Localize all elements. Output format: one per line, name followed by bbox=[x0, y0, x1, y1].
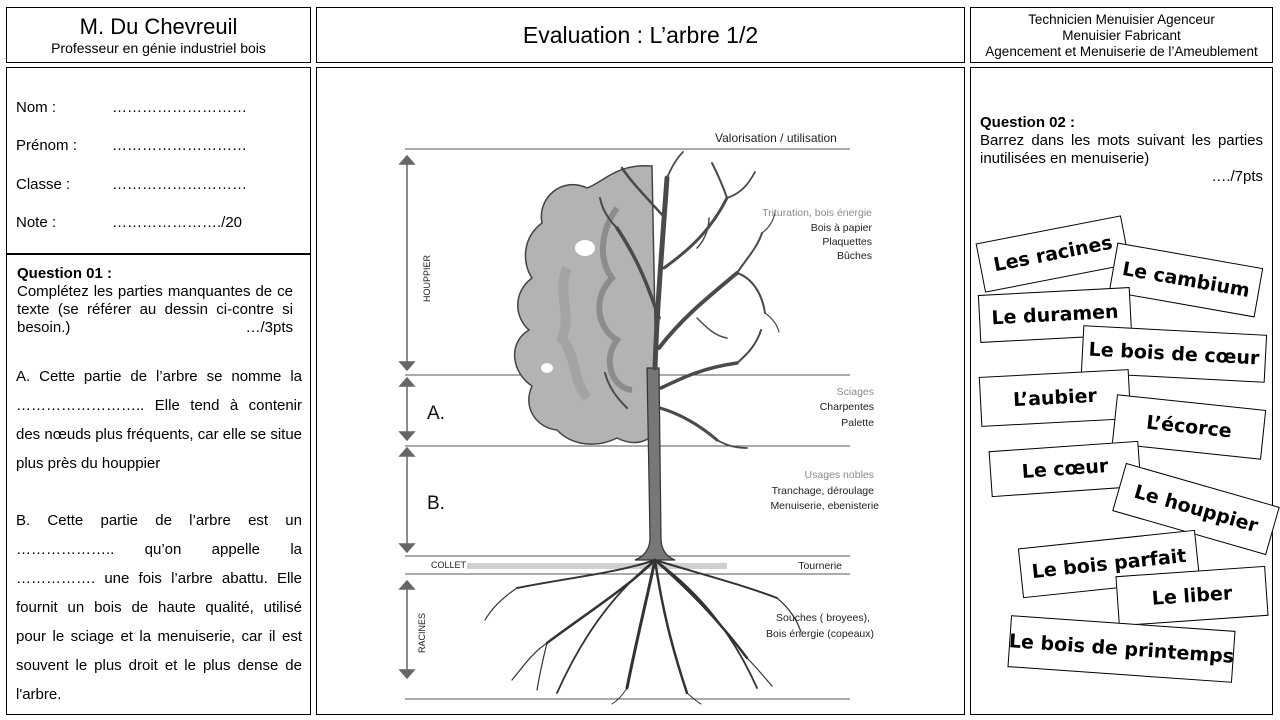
tree-diagram-box: HOUPPIER RACINES A. B. COLLET bbox=[316, 67, 965, 715]
student-grade-row[interactable]: Note : …………………./20 bbox=[16, 214, 242, 231]
teacher-name: M. Du Chevreuil bbox=[79, 14, 238, 39]
tree-roots bbox=[484, 558, 802, 705]
student-class-blank[interactable]: ……………………… bbox=[112, 176, 247, 193]
student-info-box: Nom : ……………………… Prénom : ……………………… Classe … bbox=[6, 67, 311, 254]
question1-box: Question 01 : Complétez les parties manq… bbox=[6, 254, 311, 715]
section-trituration-item: Bois à papier bbox=[811, 222, 873, 234]
student-name-blank[interactable]: ……………………… bbox=[112, 99, 247, 116]
question2-points: …./7pts bbox=[1211, 168, 1263, 185]
student-name-label: Nom : bbox=[16, 99, 57, 116]
student-class-row[interactable]: Classe : ……………………… bbox=[16, 176, 247, 193]
valorisation-title: Valorisation / utilisation bbox=[715, 131, 837, 145]
program-2: Menuisier Fabricant bbox=[1062, 28, 1181, 43]
tree-branches bbox=[599, 151, 780, 449]
program-3: Agencement et Menuiserie de l’Ameublemen… bbox=[985, 44, 1258, 59]
tree-trunk bbox=[634, 367, 676, 561]
student-grade-label: Note : bbox=[16, 214, 57, 231]
student-grade-blank[interactable]: …………………./20 bbox=[112, 214, 243, 231]
word-card[interactable]: L’aubier bbox=[978, 369, 1132, 427]
section-souches-item: Souches ( broyees), bbox=[776, 612, 870, 624]
section-sciages-item: Charpentes bbox=[820, 401, 874, 413]
question1-title: Question 01 : bbox=[17, 265, 113, 282]
section-nobles-item: Tranchage, déroulage bbox=[772, 485, 875, 497]
header-programs-box: Technicien Menuisier Agenceur Menuisier … bbox=[970, 7, 1273, 63]
section-nobles-heading: Usages nobles bbox=[805, 469, 874, 481]
header-title-box: Evaluation : L’arbre 1/2 bbox=[316, 7, 965, 63]
section-trituration-heading: Trituration, bois énergie bbox=[762, 207, 872, 219]
student-name-row[interactable]: Nom : ……………………… bbox=[16, 99, 247, 116]
question2-instructions: Barrez dans les mots suivant les parties… bbox=[980, 132, 1263, 167]
collet-label: COLLET bbox=[431, 560, 467, 570]
question1-instructions: Complétez les parties manquantes de ce t… bbox=[17, 283, 293, 336]
section-souches-item: Bois énergie (copeaux) bbox=[766, 628, 874, 640]
word-card[interactable]: Le liber bbox=[1115, 565, 1269, 627]
student-class-label: Classe : bbox=[16, 176, 71, 193]
racines-label: RACINES bbox=[417, 613, 427, 653]
page-title: Evaluation : L’arbre 1/2 bbox=[522, 22, 759, 48]
program-1: Technicien Menuisier Agenceur bbox=[1028, 12, 1215, 27]
section-trituration-item: Bûches bbox=[837, 250, 872, 262]
section-nobles-item: Menuiserie, ebenisterie bbox=[770, 500, 879, 512]
question2-title: Question 02 : bbox=[980, 114, 1076, 131]
student-firstname-row[interactable]: Prénom : ……………………… bbox=[16, 137, 247, 154]
question1-part-b[interactable]: B. Cette partie de l’arbre est un ………………… bbox=[16, 512, 302, 703]
section-trituration-item: Plaquettes bbox=[822, 236, 872, 248]
section-sciages-item: Palette bbox=[841, 417, 874, 429]
tree-diagram: HOUPPIER RACINES A. B. COLLET bbox=[398, 131, 879, 705]
section-sciages-heading: Sciages bbox=[837, 386, 874, 398]
student-firstname-label: Prénom : bbox=[16, 137, 77, 154]
teacher-title: Professeur en génie industriel bois bbox=[51, 40, 266, 56]
part-b-label: B. bbox=[427, 493, 445, 514]
part-a-label: A. bbox=[427, 403, 445, 424]
student-firstname-blank[interactable]: ……………………… bbox=[112, 137, 247, 154]
header-teacher-box: M. Du Chevreuil Professeur en génie indu… bbox=[6, 7, 311, 63]
section-tournerie-item: Tournerie bbox=[798, 560, 842, 572]
question1-points: …/3pts bbox=[245, 319, 293, 336]
tree-crown-foliage bbox=[513, 165, 658, 445]
question1-part-a[interactable]: A. Cette partie de l’arbre se nomme la …… bbox=[16, 368, 302, 472]
houppier-label: HOUPPIER bbox=[422, 254, 432, 302]
